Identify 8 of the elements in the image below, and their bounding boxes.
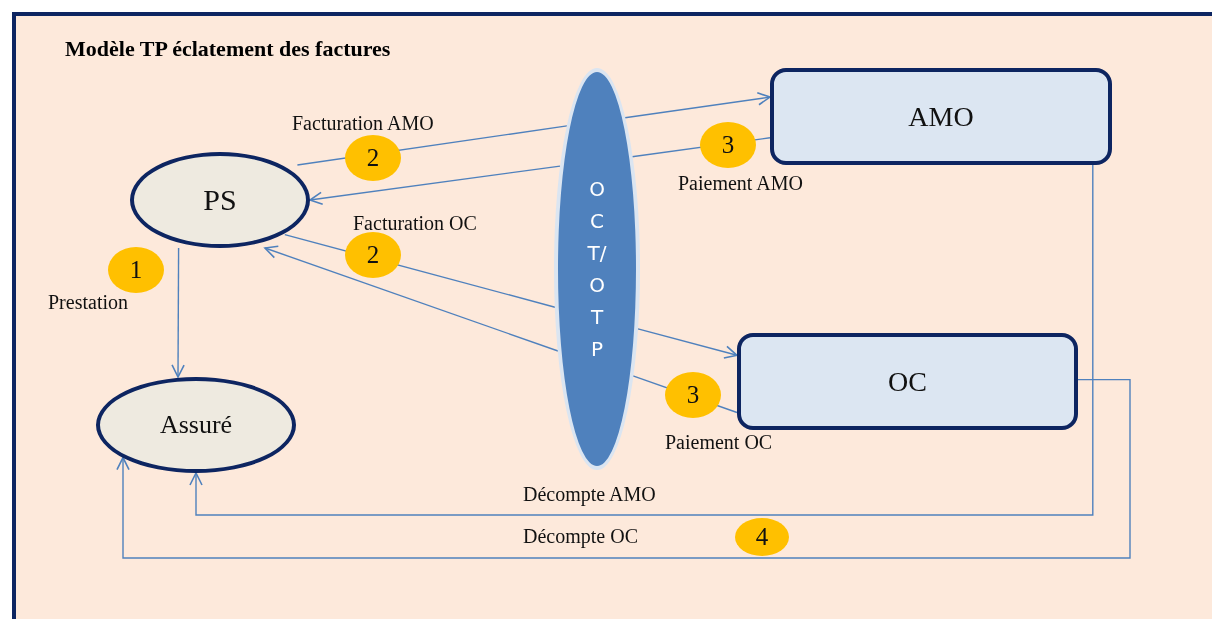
diagram-title: Modèle TP éclatement des factures	[65, 36, 391, 62]
rounded-box: AMO	[770, 68, 1112, 165]
arrow	[171, 247, 185, 378]
arrow	[116, 378, 1131, 559]
arrow	[624, 92, 771, 119]
arrow	[189, 164, 1094, 516]
arrow	[309, 165, 561, 206]
rounded-box: OC	[737, 333, 1078, 430]
